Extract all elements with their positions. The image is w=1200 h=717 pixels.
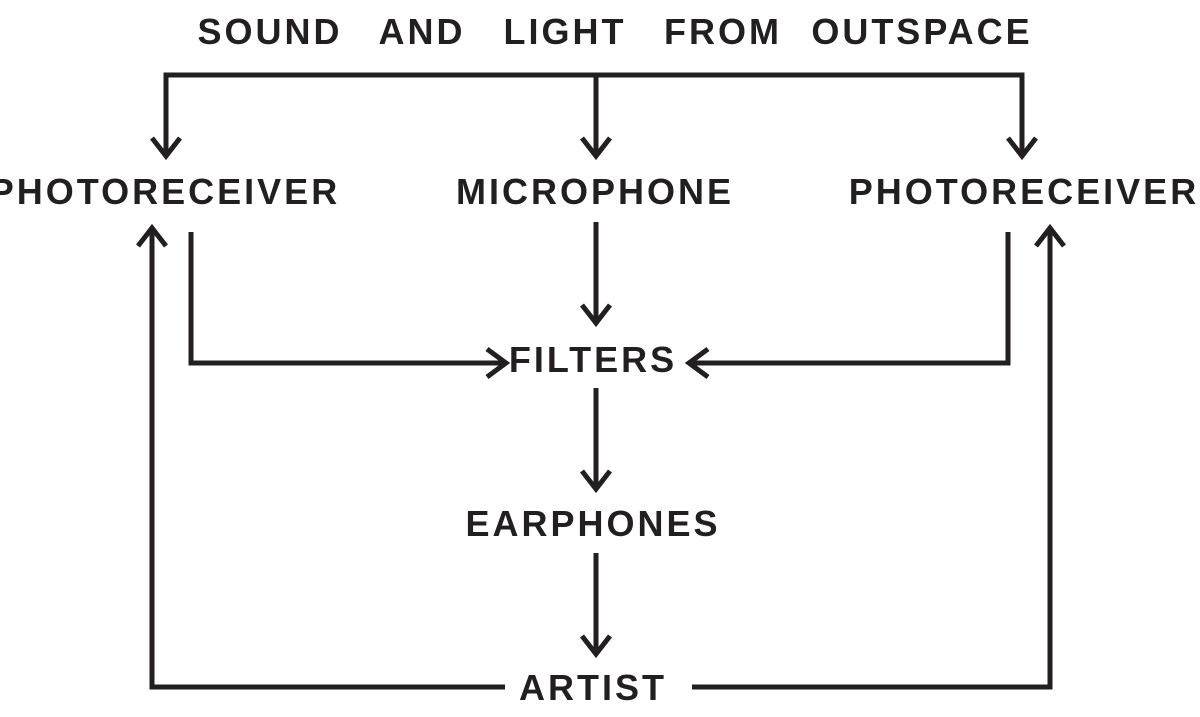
title-word-from: FROM	[664, 11, 782, 52]
node-artist: ARTIST	[519, 667, 667, 708]
arrow-left-photoreceiver-to-filters	[188, 232, 511, 380]
arrow-microphone-to-filters	[580, 222, 612, 328]
title-word-and: AND	[379, 11, 466, 52]
node-filters: FILTERS	[509, 339, 677, 380]
title-word-outspace: OUTSPACE	[811, 11, 1032, 52]
top-distribution-connector	[150, 72, 1038, 161]
node-microphone: MICROPHONE	[456, 171, 734, 212]
arrow-artist-to-left-photoreceiver	[136, 223, 505, 690]
title-word-light: LIGHT	[504, 11, 627, 52]
arrowhead-down-microphone	[580, 136, 612, 161]
node-photoreceiver-left: PHOTORECEIVER	[0, 171, 340, 212]
arrow-artist-to-right-photoreceiver	[692, 223, 1066, 690]
node-earphones: EARPHONES	[465, 503, 720, 544]
arrow-earphones-to-artist	[580, 553, 612, 659]
node-photoreceiver-right: PHOTORECEIVER	[849, 171, 1199, 212]
arrowhead-down-left-photoreceiver	[150, 136, 182, 161]
arrow-right-photoreceiver-to-filters	[684, 232, 1011, 380]
title-word-sound: SOUND	[197, 11, 342, 52]
arrow-filters-to-earphones	[580, 388, 612, 494]
arrowhead-down-right-photoreceiver	[1006, 136, 1038, 161]
diagram-title: SOUND AND LIGHT FROM OUTSPACE	[197, 11, 1032, 52]
